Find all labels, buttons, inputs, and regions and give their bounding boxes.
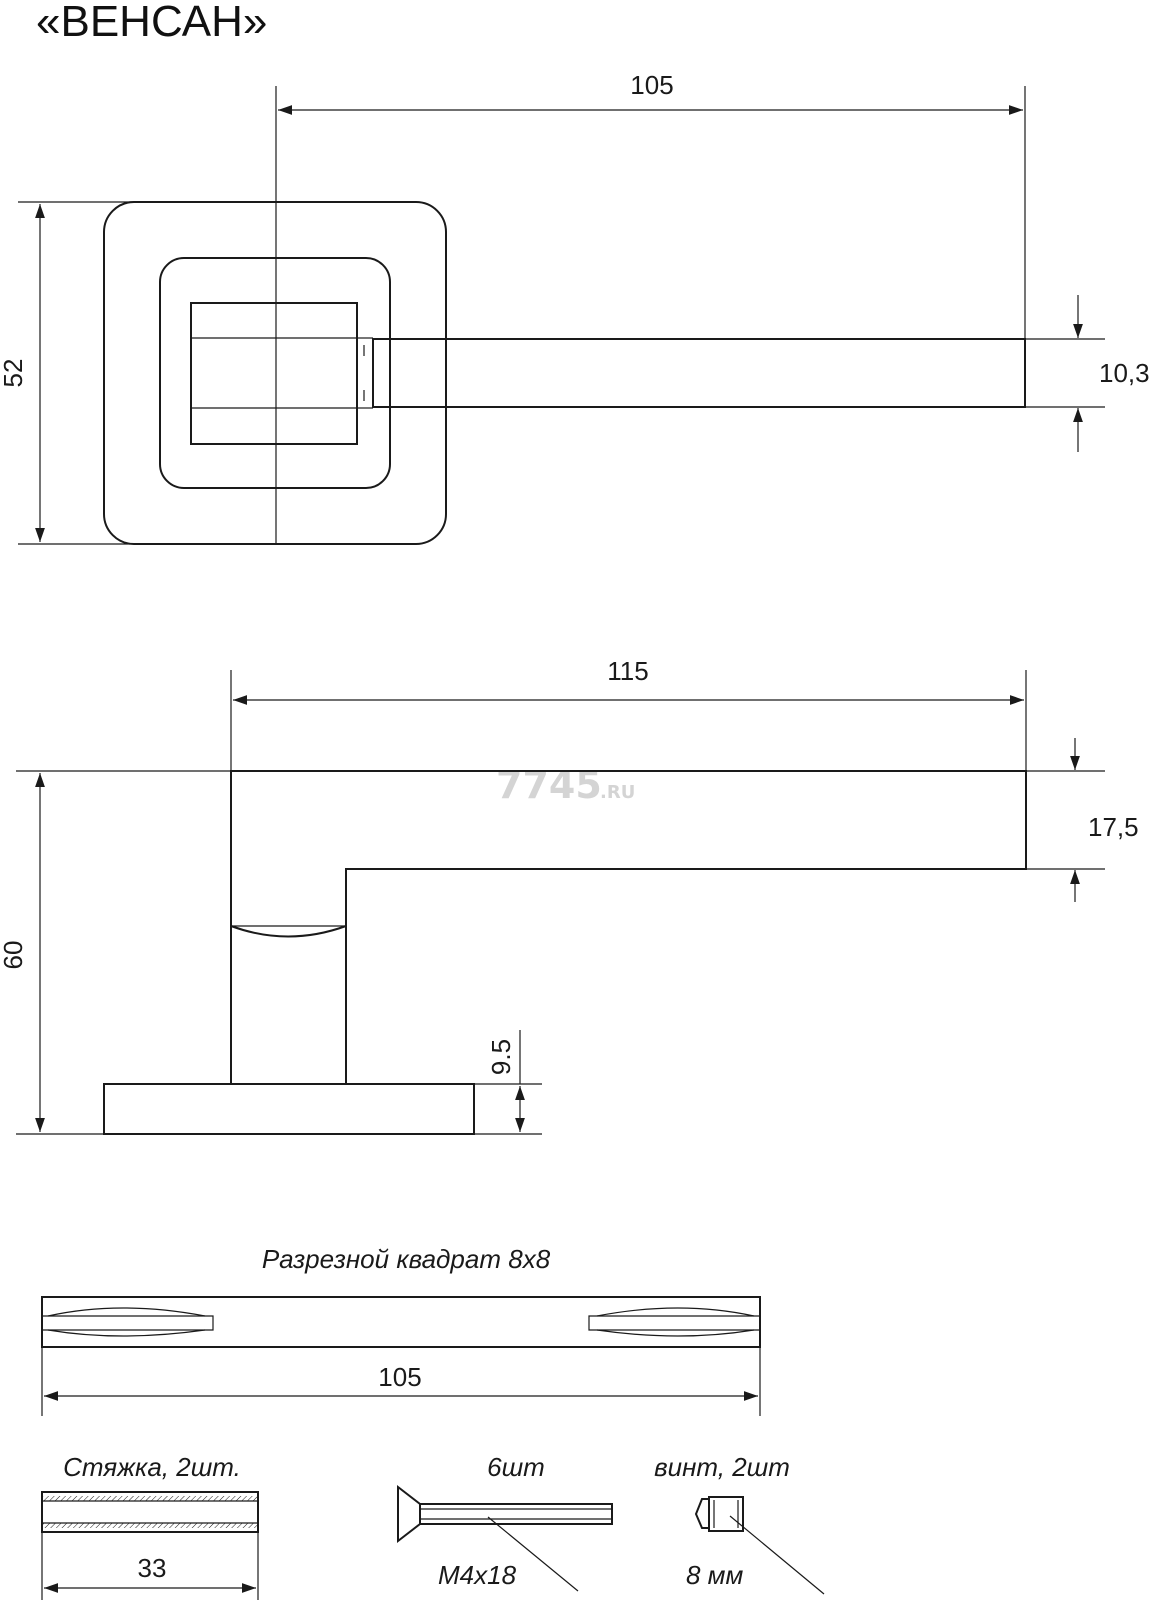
handle-profile [230,770,1027,1085]
dim-top-height: 52 [0,359,28,388]
top-view: 105 52 10,3 [0,70,1150,545]
rosette-inner [159,257,391,489]
watermark: 7745 [496,763,602,807]
spindle: Разрезной квадрат 8x8 105 [41,1244,761,1416]
screw-head [397,1484,421,1544]
setscrew-tip [694,1498,709,1529]
dim-sleeve-length: 33 [138,1553,167,1583]
screw-size: M4x18 [438,1560,517,1590]
dim-handle-width: 10,3 [1099,358,1150,388]
screw-shank [419,1503,613,1525]
setscrew-body [708,1496,744,1532]
sleeve-label: Стяжка, 2шт. [63,1452,241,1482]
handle-bar [372,338,1026,408]
setscrew-label: винт, 2шт [654,1452,790,1482]
screw-label: 6шт [487,1452,545,1482]
spindle-bar [41,1296,761,1348]
setscrew-size: 8 мм [686,1560,744,1590]
dim-top-length: 105 [630,70,673,100]
side-view: 115 60 17,5 9.5 [0,656,1139,1135]
dim-handle-thickness: 17,5 [1088,812,1139,842]
base-plate [103,1083,475,1135]
spindle-label: Разрезной квадрат 8x8 [262,1244,551,1274]
dim-side-length: 115 [607,656,648,686]
accessories: Стяжка, 2шт. 33 6шт M4x18 винт, 2шт 8 мм [41,1452,825,1600]
page-title: «ВЕНСАН» [36,0,267,46]
watermark-suffix: .RU [600,782,635,803]
neck-square [190,302,358,445]
dim-side-height: 60 [0,941,28,970]
rosette-outer [103,201,447,545]
dim-spindle-length: 105 [378,1362,421,1392]
dim-base-thickness: 9.5 [486,1039,516,1075]
sleeve-body [41,1491,259,1533]
